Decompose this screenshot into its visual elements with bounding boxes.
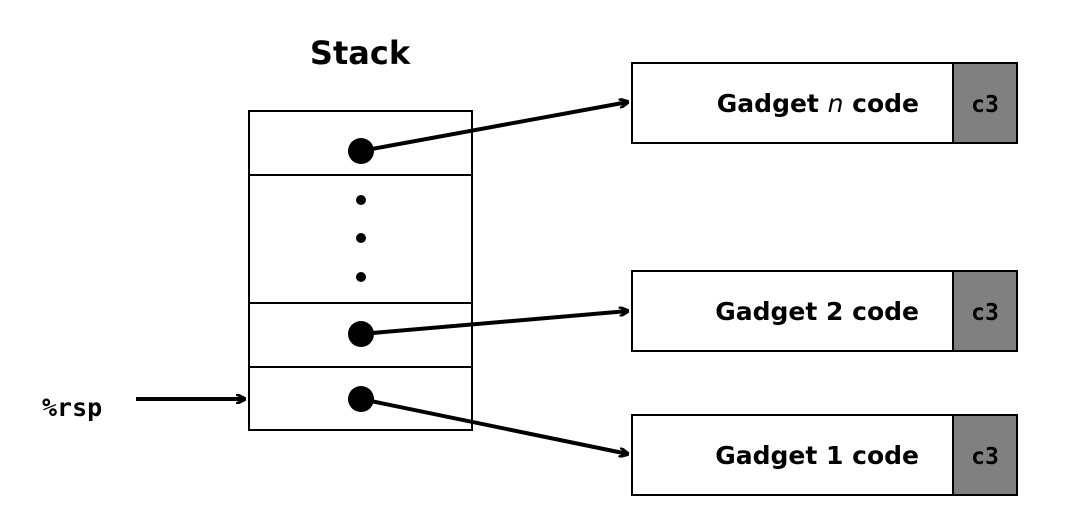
gadget-n-box: Gadget n code c3 [631,62,1018,144]
ret-byte-cell [952,414,1018,496]
gadget-2-label: Gadget 2 code [715,297,919,326]
stack [248,110,473,431]
ellipsis-dot [356,272,366,282]
gadget-n-ret-byte: c3 [971,92,999,118]
rsp-label: %rsp [42,393,102,422]
ellipsis-dot [356,195,366,205]
gadget-2-ret-byte: c3 [971,300,999,326]
stack-outline [248,110,473,431]
gadget-1-ret-byte: c3 [971,444,999,470]
arrow-to-gadget-2 [360,311,628,336]
ret-byte-cell [952,270,1018,352]
stack-title: Stack [310,34,411,72]
ellipsis-dot [356,233,366,243]
gadget-n-label: Gadget n code [717,89,919,118]
arrow-to-gadget-n [360,102,628,153]
gadget-1-label: Gadget 1 code [715,441,919,470]
arrow-to-gadget-1 [360,397,628,454]
gadget-1-box: Gadget 1 code c3 [631,414,1018,496]
ret-byte-cell [952,62,1018,144]
gadget-2-box: Gadget 2 code c3 [631,270,1018,352]
